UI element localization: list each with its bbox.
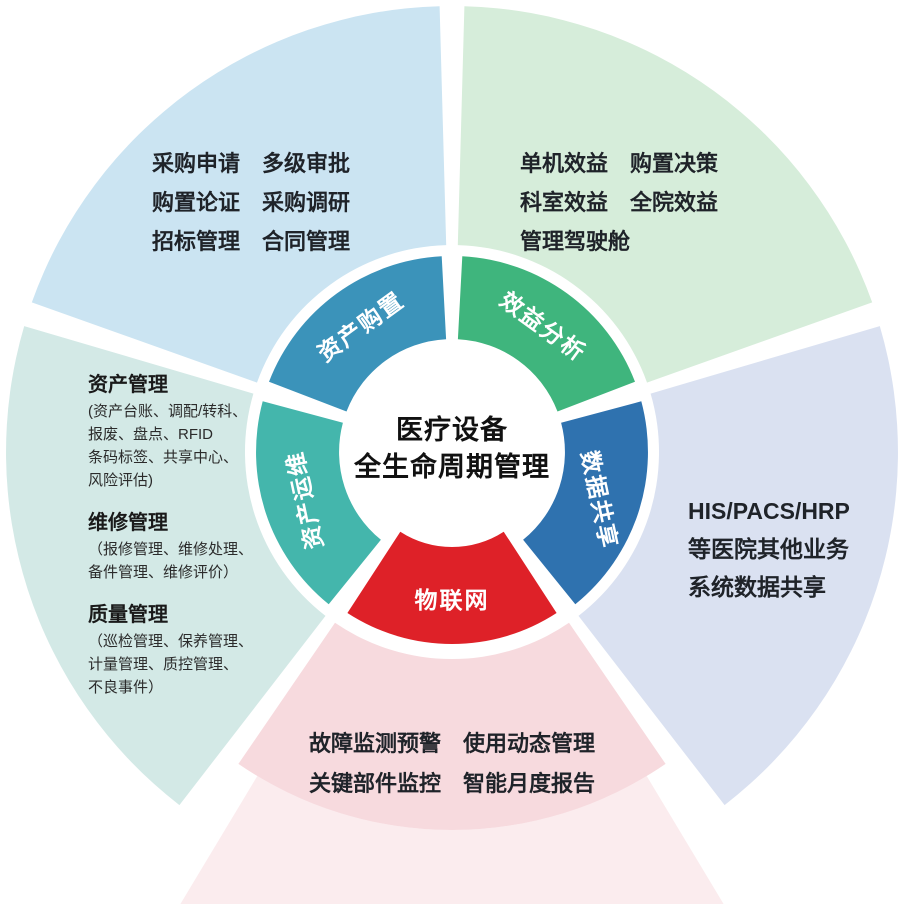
sector-text-benefit-analysis: 单机效益 购置决策 科室效益 全院效益 管理驾驶舱 (520, 144, 718, 261)
group-detail-line: 风险评估) (88, 472, 153, 489)
outer-sector-data-sharing (578, 326, 898, 806)
text-line: 故障监测预警 使用动态管理 (308, 731, 595, 756)
text-line: 单机效益 购置决策 (520, 151, 719, 176)
sector-text-iot: 故障监测预警 使用动态管理 关键部件监控 智能月度报告 (252, 724, 652, 804)
operation-group-repair-mgmt: 维修管理 （报修管理、维修处理、 备件管理、维修评价） (88, 508, 308, 584)
text-line: 招标管理 合同管理 (152, 229, 351, 254)
center-title-line2: 全生命周期管理 (354, 452, 550, 482)
group-detail-line: 条码标签、共享中心、 (88, 449, 239, 466)
group-detail-line: 不良事件） (88, 679, 164, 696)
text-line: 等医院其他业务 (688, 536, 849, 562)
text-line: 关键部件监控 智能月度报告 (308, 771, 595, 796)
group-detail-line: （报修管理、维修处理、 (88, 541, 254, 558)
text-line: 系统数据共享 (688, 574, 826, 600)
outer-sector-asset-operation (6, 326, 326, 806)
sector-text-asset-operation: 资产管理 (资产台账、调配/转科、 报废、盘点、RFID 条码标签、共享中心、 … (88, 370, 308, 715)
ring-segment-benefit-analysis (457, 256, 635, 412)
group-heading: 资产管理 (88, 374, 168, 396)
outer-sector-iot (238, 622, 666, 831)
ring-segment-iot (347, 531, 557, 644)
group-heading: 维修管理 (88, 512, 168, 534)
outer-sector-benefit-analysis (457, 6, 873, 383)
group-heading: 质量管理 (88, 604, 168, 626)
operation-group-asset-mgmt: 资产管理 (资产台账、调配/转科、 报废、盘点、RFID 条码标签、共享中心、 … (88, 370, 308, 492)
sector-text-asset-acquisition: 采购申请 多级审批 购置论证 采购调研 招标管理 合同管理 (152, 144, 350, 261)
text-line: HIS/PACS/HRP (688, 498, 850, 524)
ring-label-iot: 物联网 (415, 587, 490, 613)
group-detail-line: (资产台账、调配/转科、 (88, 403, 248, 420)
operation-group-quality-mgmt: 质量管理 （巡检管理、保养管理、 计量管理、质控管理、 不良事件） (88, 600, 308, 699)
group-detail-line: （巡检管理、保养管理、 (88, 633, 254, 650)
outer-sector-iot-extension (180, 776, 724, 904)
text-line: 管理驾驶舱 (520, 229, 631, 254)
text-line: 购置论证 采购调研 (152, 190, 351, 215)
ring-segment-asset-operation (256, 401, 381, 605)
ring-segment-asset-acquisition (269, 256, 447, 412)
text-line: 采购申请 多级审批 (152, 151, 351, 176)
ring-segment-data-sharing (523, 401, 648, 605)
group-detail-line: 备件管理、维修评价） (88, 564, 239, 581)
group-detail-line: 计量管理、质控管理、 (88, 656, 239, 673)
sector-text-data-sharing: HIS/PACS/HRP 等医院其他业务 系统数据共享 (688, 492, 850, 606)
center-circle (342, 342, 562, 562)
center-title-line1: 医疗设备 (396, 415, 508, 445)
center-title: 医疗设备 全生命周期管理 (312, 412, 592, 486)
group-detail-line: 报废、盘点、RFID (88, 426, 213, 443)
text-line: 科室效益 全院效益 (520, 190, 719, 215)
outer-sector-asset-acquisition (31, 6, 447, 383)
